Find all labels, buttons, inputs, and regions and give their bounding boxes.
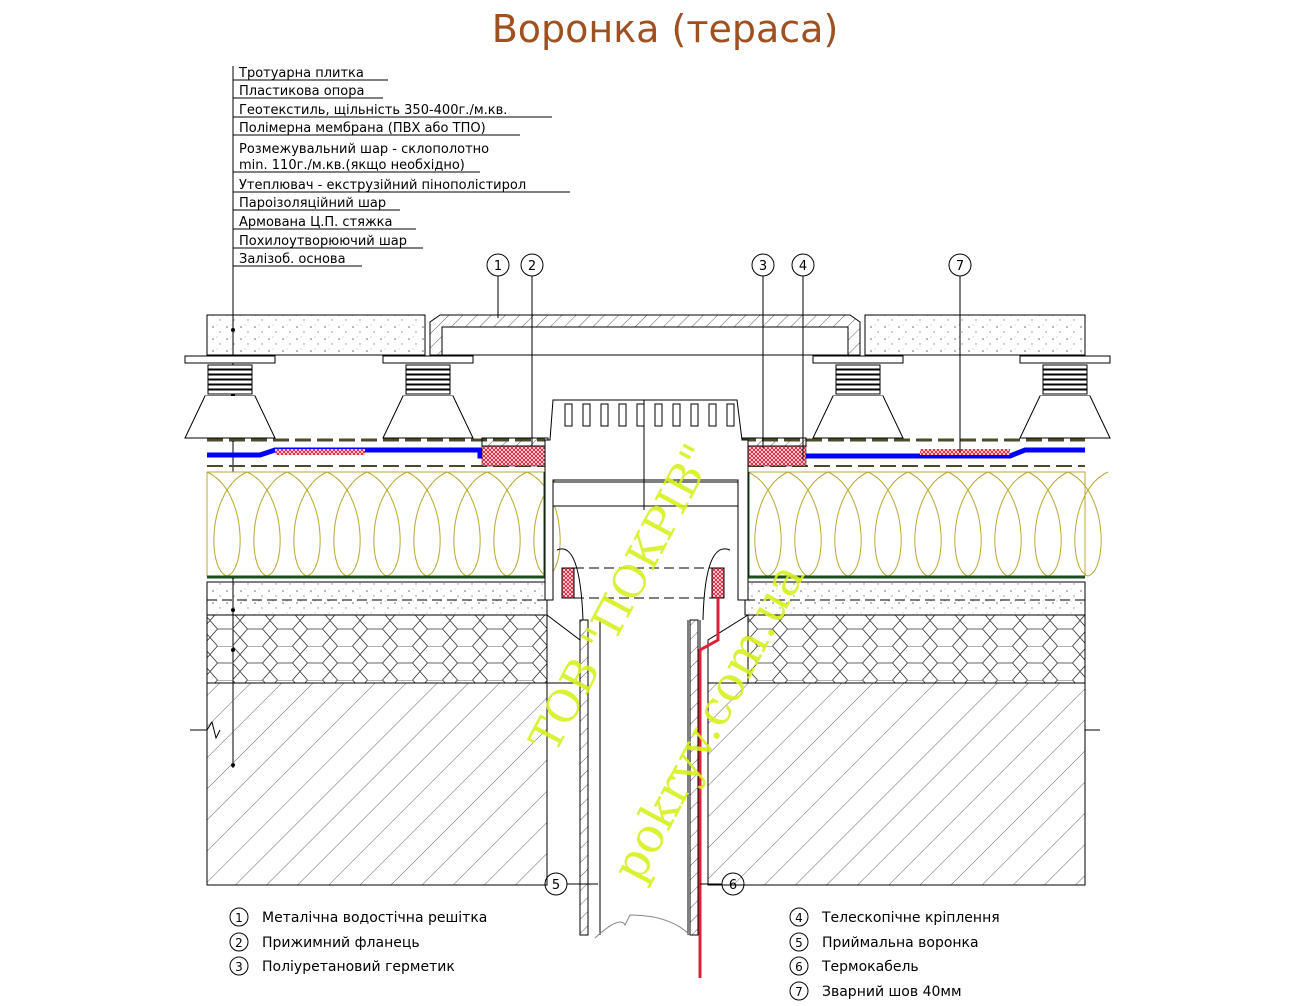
membrane-layers <box>207 437 1085 467</box>
svg-text:Поліуретановий герметик: Поліуретановий герметик <box>262 959 455 975</box>
support-pedestal <box>184 355 276 439</box>
svg-text:5: 5 <box>795 936 803 950</box>
svg-text:Металічна водостічна решітка: Металічна водостічна решітка <box>262 910 487 926</box>
layer-label: Похилоутворюючий шар <box>239 234 407 249</box>
layer-label: Тротуарна плитка <box>238 66 364 81</box>
layer-label: Утеплювач - екструзійний пінополістирол <box>239 178 526 193</box>
layer-label: Геотекстиль, щільність 350-400г./м.кв. <box>239 103 507 118</box>
svg-text:4: 4 <box>795 911 803 925</box>
svg-text:Приймальна воронка: Приймальна воронка <box>822 935 979 951</box>
insulation-loop <box>1067 471 1109 577</box>
drain-fin <box>708 403 717 427</box>
callout-4: 4 <box>791 253 815 277</box>
svg-text:Телескопічне кріплення: Телескопічне кріплення <box>821 910 1000 926</box>
svg-text:4: 4 <box>799 259 807 274</box>
layer-label: Армована Ц.П. стяжка <box>239 215 392 230</box>
svg-text:Термокабель: Термокабель <box>821 959 919 975</box>
insulation <box>206 471 1109 579</box>
svg-text:7: 7 <box>956 259 964 274</box>
svg-text:3: 3 <box>235 960 243 974</box>
drain-fin <box>618 403 627 427</box>
callout-3: 3 <box>751 253 775 277</box>
drain-fin <box>654 403 663 427</box>
drain-fin <box>690 403 699 427</box>
drain-fin <box>564 403 573 427</box>
legend-item: 2 Прижимний фланець <box>229 932 420 952</box>
callout-7: 7 <box>948 253 972 277</box>
legend-item: 5 Приймальна воронка <box>789 932 979 952</box>
drain-fin <box>600 403 609 427</box>
callouts: 1 2 3 4 7 5 6 <box>486 253 972 896</box>
drain-fin <box>582 403 591 427</box>
legend-item: 3 Поліуретановий герметик <box>229 956 455 976</box>
legend-item: 1 Металічна водостічна решітка <box>229 907 487 927</box>
svg-text:2: 2 <box>235 936 243 950</box>
drain-fin <box>672 403 681 427</box>
drain-fin <box>726 403 735 427</box>
svg-text:1: 1 <box>235 911 243 925</box>
layer-label: Пластикова опора <box>239 84 364 99</box>
callout-2: 2 <box>520 253 544 277</box>
svg-text:6: 6 <box>795 960 803 974</box>
svg-text:Прижимний фланець: Прижимний фланець <box>262 935 420 951</box>
svg-text:2: 2 <box>528 259 536 274</box>
paving-tiles <box>206 314 1086 356</box>
support-pedestal <box>382 355 474 439</box>
legend: 1 Металічна водостічна решітка 2 Прижимний… <box>229 907 1000 1001</box>
concrete-base <box>190 581 1100 886</box>
layer-label: Полімерна мембрана (ПВХ або ТПО) <box>239 121 486 136</box>
svg-text:7: 7 <box>795 985 803 999</box>
legend-item: 7 Зварний шов 40мм <box>789 981 962 1001</box>
drain-fin <box>636 403 645 427</box>
support-pedestal <box>812 355 904 439</box>
layer-labels: Тротуарна плитка Пластикова опора Геотек… <box>231 66 570 768</box>
layer-label: Розмежувальний шар - склополотно <box>239 142 489 157</box>
svg-text:6: 6 <box>729 878 737 893</box>
callout-1: 1 <box>486 253 510 277</box>
legend-item: 4 Телескопічне кріплення <box>789 907 1000 927</box>
heating-cable <box>698 598 720 978</box>
layer-label: Пароізоляційний шар <box>239 196 386 211</box>
svg-text:3: 3 <box>759 259 767 274</box>
svg-text:1: 1 <box>494 259 502 274</box>
layer-label: Залізоб. основа <box>239 252 346 267</box>
svg-text:Зварний шов 40мм: Зварний шов 40мм <box>822 984 962 1000</box>
svg-text:5: 5 <box>552 878 560 893</box>
layer-label: min. 110г./м.кв.(якщо необхідно) <box>239 158 465 173</box>
drawing-title: Воронка (тераса) <box>492 7 839 51</box>
callout-5: 5 <box>544 872 568 896</box>
support-pedestal <box>1019 355 1111 439</box>
callout-6: 6 <box>721 872 745 896</box>
legend-item: 6 Термокабель <box>789 956 919 976</box>
metal-grate <box>429 314 861 356</box>
plastic-supports <box>184 355 1111 439</box>
drain-body <box>544 399 749 939</box>
